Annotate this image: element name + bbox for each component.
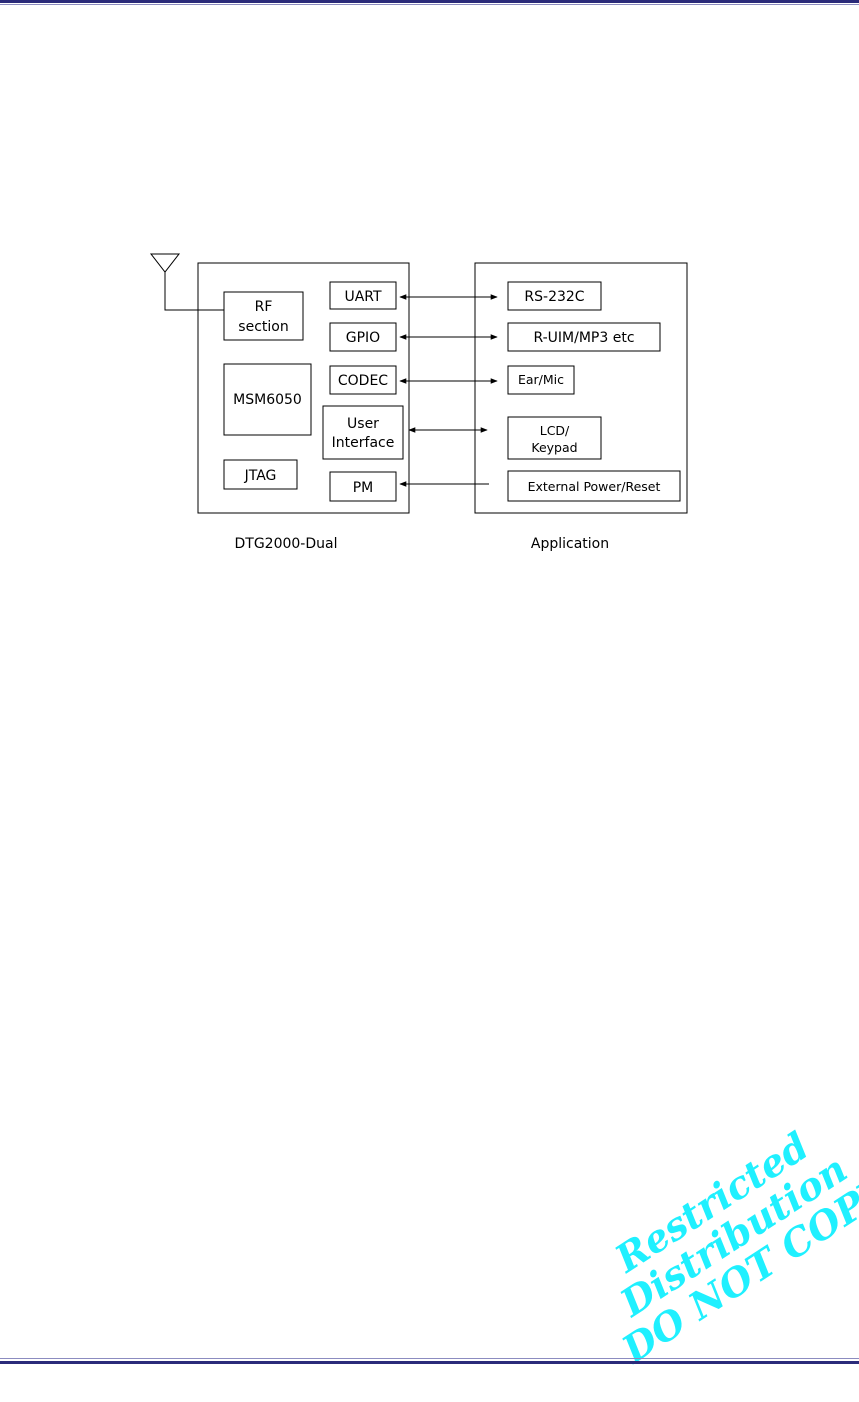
pm-block: PM [330,472,396,501]
ui-label-line2: Interface [332,435,395,451]
gpio-block: GPIO [330,323,396,351]
lcd-label-line2: Keypad [531,440,577,455]
rs232-label: RS-232C [524,289,584,305]
gpio-label: GPIO [346,330,380,346]
page-bottom-rule [0,1361,859,1364]
ruim-label: R-UIM/MP3 etc [533,330,634,346]
user-interface-block: User Interface [323,406,403,459]
pm-label: PM [353,480,374,496]
module-caption: DTG2000-Dual [235,536,338,552]
rf-label-line1: RF [255,299,273,315]
jtag-label: JTAG [244,468,277,484]
application-caption: Application [531,536,609,552]
ruim-block: R-UIM/MP3 etc [508,323,660,351]
rf-label-line2: section [238,319,288,335]
uart-label: UART [344,289,382,305]
jtag-block: JTAG [224,460,297,489]
power-label: External Power/Reset [528,479,661,494]
antenna-icon [151,254,224,310]
codec-label: CODEC [338,373,388,389]
ui-label-line1: User [347,416,379,432]
codec-block: CODEC [330,366,396,394]
rs232-block: RS-232C [508,282,601,310]
msm-label: MSM6050 [233,392,302,408]
uart-block: UART [330,282,396,309]
earmic-label: Ear/Mic [518,372,564,387]
msm-block: MSM6050 [224,364,311,435]
rf-section-block: RF section [224,292,303,340]
lcd-keypad-block: LCD/ Keypad [508,417,601,459]
external-power-block: External Power/Reset [508,471,680,501]
lcd-label-line1: LCD/ [540,423,570,438]
earmic-block: Ear/Mic [508,366,574,394]
